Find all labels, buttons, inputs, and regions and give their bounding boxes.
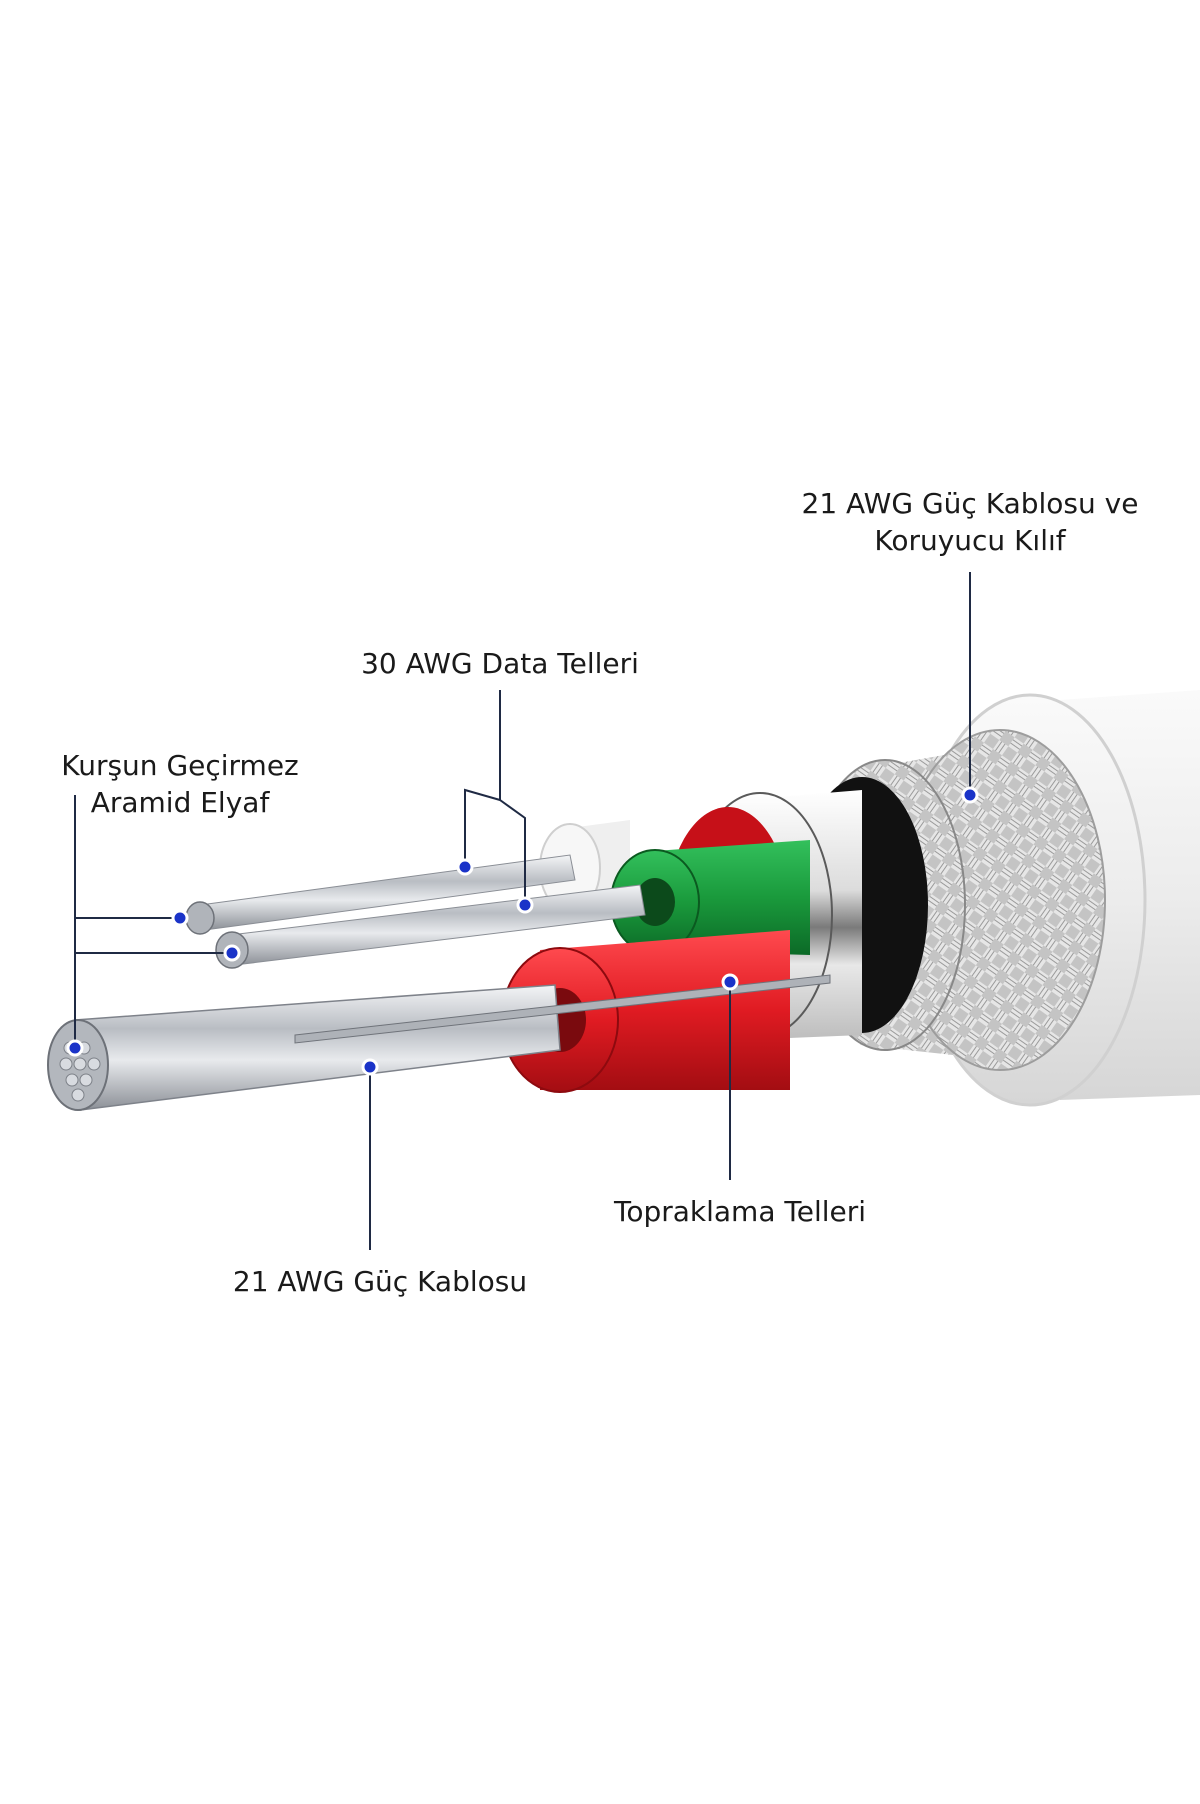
callout-dot-jacket xyxy=(961,786,979,804)
callout-line-data-wires-lower xyxy=(499,799,526,905)
label-ground-line1: Topraklama Telleri xyxy=(613,1195,867,1228)
label-aramid: Kurşun Geçirmez Aramid Elyaf xyxy=(45,747,315,821)
label-aramid-line1: Kurşun Geçirmez xyxy=(61,749,299,782)
label-power: 21 AWG Güç Kablosu xyxy=(220,1263,540,1300)
callout-dot-aramid-lower xyxy=(223,944,241,962)
callout-dot-aramid-upper xyxy=(171,909,189,927)
callout-dot-data-upper xyxy=(456,858,474,876)
green-insulation xyxy=(610,840,810,955)
callout-dot-aramid-bundle xyxy=(66,1039,84,1057)
label-power-line1: 21 AWG Güç Kablosu xyxy=(232,1265,528,1298)
power-conductor xyxy=(47,984,561,1111)
data-pair-jacket xyxy=(539,820,630,913)
label-jacket-line1: 21 AWG Güç Kablosu ve xyxy=(801,487,1139,520)
callout-dot-power xyxy=(361,1058,379,1076)
data-conductor-upper xyxy=(185,854,576,935)
label-jacket: 21 AWG Güç Kablosu ve Koruyucu Kılıf xyxy=(790,485,1150,559)
label-aramid-line2: Aramid Elyaf xyxy=(90,786,270,819)
ground-wire xyxy=(294,974,831,1044)
label-data-wires-line1: 30 AWG Data Telleri xyxy=(361,647,639,680)
label-jacket-line2: Koruyucu Kılıf xyxy=(874,524,1066,557)
label-ground: Topraklama Telleri xyxy=(590,1193,890,1230)
callout-dot-ground xyxy=(721,973,739,991)
label-data-wires: 30 AWG Data Telleri xyxy=(330,645,670,682)
callout-dot-data-lower xyxy=(516,896,534,914)
callout-line-data-wires xyxy=(464,690,501,867)
